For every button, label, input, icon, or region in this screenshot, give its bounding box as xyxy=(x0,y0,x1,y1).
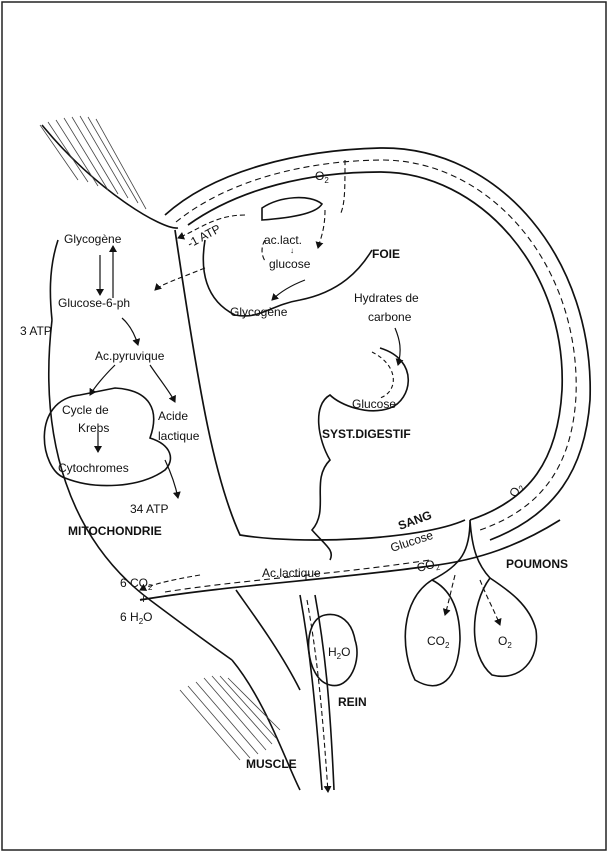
label-glycogene-liver: Glycogène xyxy=(230,305,288,319)
label-ac-lactique-blood: Ac.lactique xyxy=(262,566,321,580)
label-o2-right: O2 xyxy=(506,480,527,500)
arrow-glyph-small: ↓ xyxy=(290,246,294,255)
label-glucose6ph: Glucose-6-ph xyxy=(58,296,130,310)
arrow-to-34atp xyxy=(165,460,178,498)
label-krebs: Krebs xyxy=(78,421,109,435)
label-poumons: POUMONS xyxy=(506,557,568,571)
ureter-right xyxy=(315,595,334,790)
arrow-g6p-to-pyruvate xyxy=(122,318,138,345)
liver-body xyxy=(203,240,372,316)
label-o2-top: O2 xyxy=(315,169,329,185)
label-ac-pyruvique: Ac.pyruvique xyxy=(95,349,165,363)
arrow-carbs-to-glucose xyxy=(395,328,400,365)
label-co2-blood: CO2 xyxy=(415,556,441,577)
ring-outer xyxy=(165,148,590,540)
label-glucose-blood: Glucose xyxy=(389,528,436,555)
arrow-pyruvate-to-lactic xyxy=(150,365,175,402)
label-carbone: carbone xyxy=(368,310,412,324)
label-foie: FOIE xyxy=(372,247,400,261)
label-ac-lact: ac.lact. xyxy=(264,233,302,247)
muscle-tail-right xyxy=(236,590,300,690)
dashed-arrow-glucose-to-muscle xyxy=(155,268,205,290)
arrows xyxy=(90,246,400,498)
label-cytochromes: Cytochromes xyxy=(58,461,129,475)
blood-dashes xyxy=(165,160,576,592)
label-syst-digestif: SYST.DIGESTIF xyxy=(322,427,411,441)
liver-lobe-top xyxy=(262,198,322,220)
label-mitochondrie: MITOCHONDRIE xyxy=(68,524,162,538)
muscle-striations-bottom xyxy=(180,676,280,760)
label-rein: REIN xyxy=(338,695,367,709)
dashed-arrows xyxy=(140,160,500,625)
muscle-left-edge xyxy=(49,320,232,660)
lung-left xyxy=(405,580,460,686)
label-plus: + xyxy=(140,592,147,606)
label-cycle-de: Cycle de xyxy=(62,403,109,417)
label-lactique: lactique xyxy=(158,429,200,443)
label-acide: Acide xyxy=(158,409,188,423)
label-h2o-rein: H2O xyxy=(328,645,350,661)
label-34atp: 34 ATP xyxy=(130,502,168,516)
dashed-arrow-to-glucose-liver xyxy=(318,210,325,248)
dashed-arrow-co2-out xyxy=(445,575,455,615)
blood-circuit xyxy=(140,148,590,600)
label-glucose-gut: Glucose xyxy=(352,397,396,411)
label-glucose-liver: glucose xyxy=(269,257,311,271)
lung-right xyxy=(475,578,537,676)
label-muscle: MUSCLE xyxy=(246,757,297,771)
ring-bottom-outer xyxy=(140,520,560,600)
label-3atp: 3 ATP xyxy=(20,324,52,338)
label-6h2o: 6 H2O xyxy=(120,610,152,626)
muscle-striations-top xyxy=(40,116,146,209)
lungs xyxy=(405,520,536,686)
label-co2-lung: CO2 xyxy=(427,634,450,650)
label-glycogene-muscle: Glycogène xyxy=(64,232,122,246)
ring-inner xyxy=(188,172,562,520)
label-o2-lung: O2 xyxy=(498,634,512,650)
dashed-arrow-o2-in xyxy=(480,580,500,625)
label-hydrates-de: Hydrates de xyxy=(354,291,419,305)
arrow-glucose-to-glycogen-liver xyxy=(272,280,305,300)
label-6co2: 6 CO2 xyxy=(120,576,153,592)
muscle-top-edge xyxy=(42,125,178,228)
